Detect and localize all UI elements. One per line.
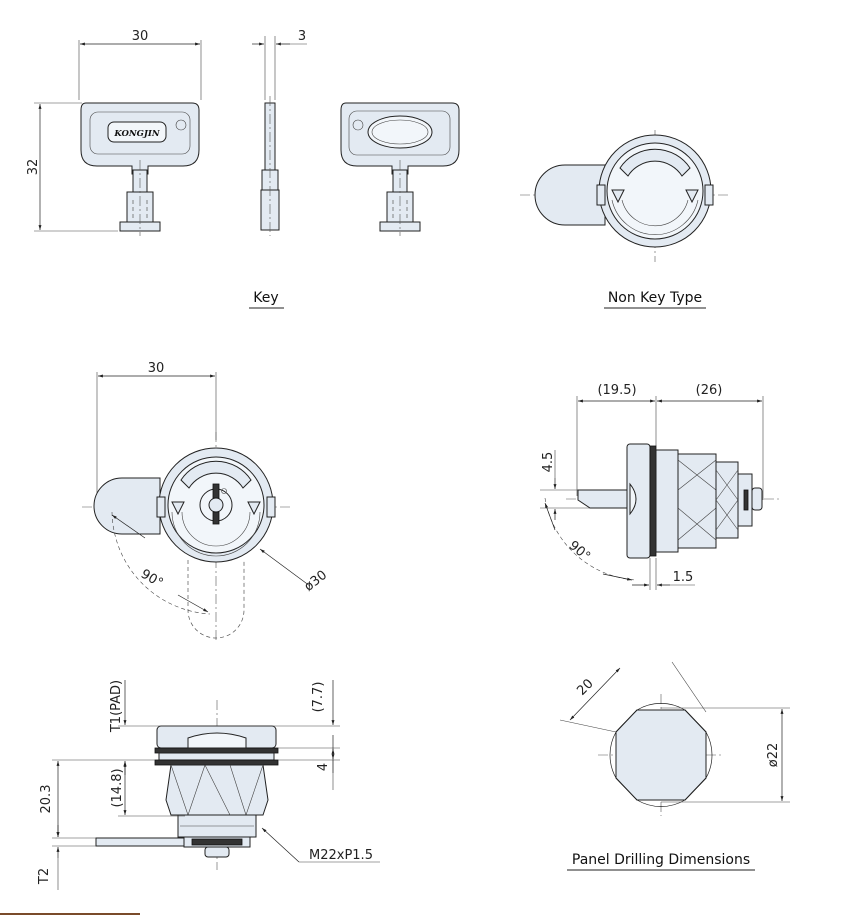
side-view: (19.5) (26) 4.5 90° 1.5 <box>540 383 780 590</box>
section-t1-dim: T1(PAD) <box>109 680 124 733</box>
key-thickness-dim: 3 <box>298 29 306 44</box>
section-flange-dim: 4 <box>316 763 331 771</box>
svg-text:Panel Drilling Dimensions: Panel Drilling Dimensions <box>572 852 750 868</box>
section-t2-dim: T2 <box>37 868 52 885</box>
front-view: 30 90° ø30 <box>82 361 330 640</box>
section-top-dim: (7.7) <box>311 682 326 713</box>
panel-drilling-view: 20 ø22 <box>559 661 790 816</box>
svg-text:Key: Key <box>253 290 278 306</box>
section-view: T1(PAD) (14.8) (7.7) 4 20.3 T2 M22xP1.5 <box>37 680 380 890</box>
front-angle-dim: 90° <box>138 567 165 592</box>
panel-diameter-dim: ø22 <box>766 743 781 768</box>
side-angle-dim: 90° <box>566 538 593 564</box>
section-body-dim: (14.8) <box>110 768 125 807</box>
side-left-dim: (19.5) <box>597 383 636 398</box>
key-caption: Key <box>249 290 284 309</box>
brand-logo-text: KONGJIN <box>113 129 161 139</box>
side-right-dim: (26) <box>696 383 723 398</box>
section-total-dim: 20.3 <box>39 785 54 814</box>
side-offset-dim: 4.5 <box>541 452 556 473</box>
key-front-view: 30 32 KONGJIN <box>26 29 202 236</box>
svg-text:Non Key Type: Non Key Type <box>608 290 702 306</box>
section-thread-dim: M22xP1.5 <box>309 848 373 863</box>
key-height-dim: 32 <box>26 159 41 176</box>
panel-drilling-caption: Panel Drilling Dimensions <box>567 852 755 871</box>
non-key-type-view <box>520 130 730 262</box>
front-width-dim: 30 <box>148 361 165 376</box>
key-back-view <box>340 102 460 236</box>
non-key-caption: Non Key Type <box>604 290 706 309</box>
side-gap-dim: 1.5 <box>673 570 694 585</box>
front-diameter-dim: ø30 <box>302 568 331 595</box>
key-width-dim: 30 <box>132 29 149 44</box>
key-side-view: 3 <box>252 29 307 236</box>
